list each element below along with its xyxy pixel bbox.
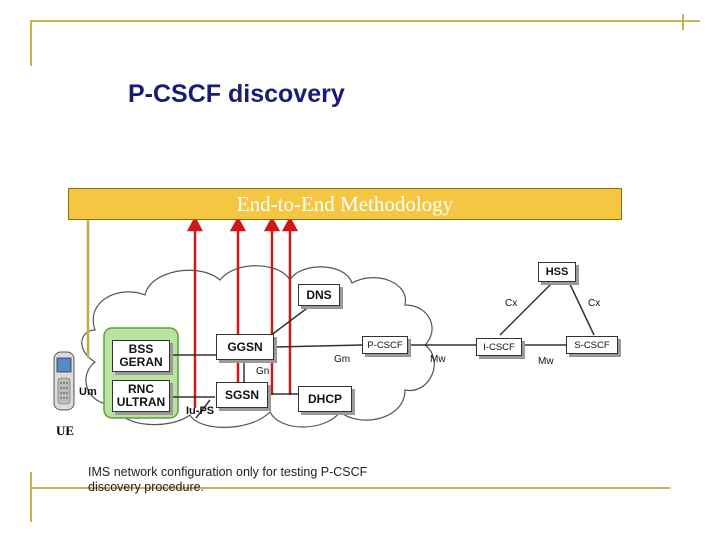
red-arrows [186,216,299,408]
ggsn-node: GGSN [216,334,274,360]
p-cscf-node: P-CSCF [362,336,408,354]
page-title: P-CSCF discovery [128,80,345,108]
gn-interface-label: Gn [256,366,270,377]
connection-lines [170,279,595,419]
i-cscf-node: I-CSCF [476,338,522,356]
frame-top-line [30,20,700,22]
end-to-end-banner: End-to-End Methodology [68,188,622,220]
mobile-phone-icon [53,351,75,411]
dhcp-node: DHCP [298,386,352,412]
diagram-caption: IMS network configuration only for testi… [88,465,368,494]
cx-interface-label-2: Cx [588,298,601,309]
mw-interface-label-2: Mw [538,356,554,367]
s-cscf-node: S-CSCF [566,336,618,354]
frame-bottom-line [30,487,670,489]
sgsn-node: SGSN [216,382,268,408]
frame-left-line [30,20,32,66]
mw-interface-label-1: Mw [430,354,446,365]
cx-interface-label-1: Cx [505,298,518,309]
hss-node: HSS [538,262,576,282]
ue-label: UE [56,423,75,438]
bss-geran-node: BSS GERAN [112,340,170,372]
dns-node: DNS [298,284,340,306]
iu-ps-interface-label: Iu-PS [186,405,215,417]
frame-right-line [682,14,684,30]
gm-interface-label: Gm [334,354,351,365]
frame-bottom-left-line [30,472,32,522]
um-interface-label: Um [79,386,97,398]
rnc-ultran-node: RNC ULTRAN [112,380,170,412]
